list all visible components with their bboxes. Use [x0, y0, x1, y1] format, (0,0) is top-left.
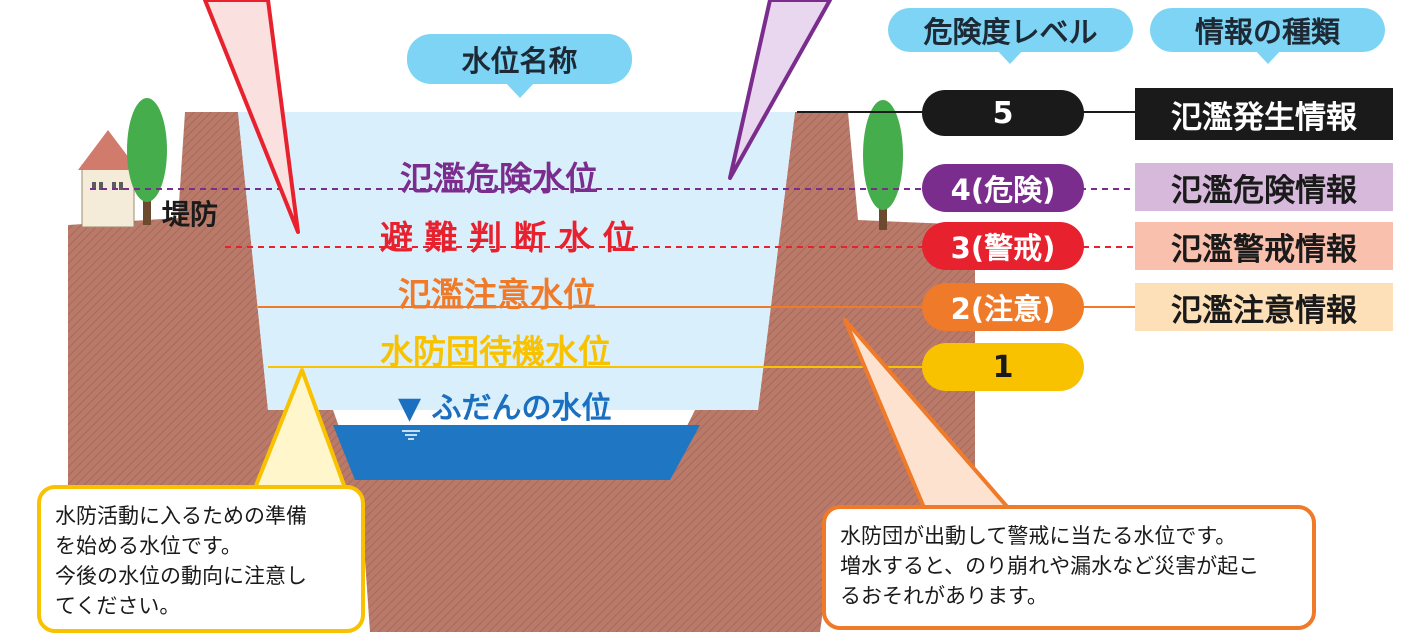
callout-tail-red: [203, 0, 300, 234]
tag-arrow-info: [1253, 48, 1283, 64]
callout-standby-line: を始める水位です。: [55, 534, 242, 558]
callout-caution-line: 水防団が出動して警戒に当たる水位です。: [840, 524, 1237, 548]
river-water: [333, 425, 700, 480]
callout-tail-purple: [728, 0, 832, 180]
info-type-warning: 氾濫警戒情報: [1135, 222, 1393, 270]
water-level-caution: 氾濫注意水位: [398, 275, 596, 314]
callout-standby: 水防活動に入るための準備 を始める水位です。 今後の水位の動向に注意し てくださ…: [37, 485, 365, 633]
tag-arrow-danger: [995, 48, 1025, 64]
callout-caution-line: 増水すると、のり崩れや漏水など災害が起こ: [840, 554, 1260, 578]
house-wall: [81, 164, 135, 228]
danger-level-4: 4(危険): [922, 164, 1084, 212]
tree-trunk-left: [143, 180, 151, 225]
tag-danger-level: 危険度レベル: [888, 8, 1133, 52]
info-type-occurrence: 氾濫発生情報: [1135, 88, 1393, 140]
info-type-caution: 氾濫注意情報: [1135, 283, 1393, 331]
water-level-normal: ▼ ふだんの水位: [398, 391, 612, 426]
callout-caution: 水防団が出動して警戒に当たる水位です。 増水すると、のり崩れや漏水など災害が起こ…: [822, 505, 1316, 630]
danger-level-1: 1: [922, 343, 1084, 391]
callout-standby-line: 水防活動に入るための準備: [55, 504, 307, 528]
high-water-area: [238, 112, 795, 410]
water-level-danger: 氾濫危険水位: [400, 159, 598, 198]
tag-water-level-name: 水位名称: [407, 34, 632, 84]
water-surface-icon: [402, 430, 420, 440]
house-window-icon: [92, 182, 123, 190]
tree-right-icon: [863, 100, 903, 210]
callout-standby-line: てください。: [55, 594, 181, 618]
callout-standby-line: 今後の水位の動向に注意し: [55, 564, 307, 588]
danger-level-3: 3(警戒): [922, 222, 1084, 270]
info-type-danger: 氾濫危険情報: [1135, 163, 1393, 211]
tag-arrow-water: [505, 82, 535, 98]
levee-label: 堤防: [162, 198, 219, 231]
danger-level-5: 5: [922, 90, 1084, 136]
callout-caution-line: るおそれがあります。: [840, 584, 1048, 608]
water-level-standby: 水防団待機水位: [380, 332, 611, 371]
house-roof: [78, 130, 138, 170]
danger-level-2: 2(注意): [922, 283, 1084, 331]
tree-left-icon: [127, 98, 167, 202]
tag-info-type: 情報の種類: [1150, 8, 1385, 52]
water-level-evacuation: 避 難 判 断 水 位: [380, 218, 636, 257]
